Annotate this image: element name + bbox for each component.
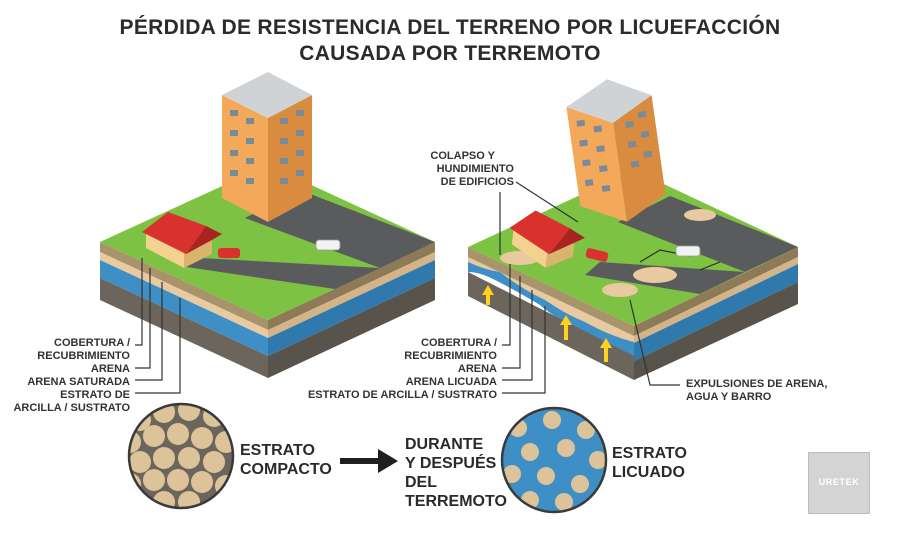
liquefied-stratum-circle — [500, 406, 608, 514]
title-line-2: CAUSADA POR TERREMOTO — [299, 42, 601, 65]
right-label-clay: ESTRATO DE ARCILLA / SUSTRATO — [307, 389, 497, 401]
right-leader-lines — [499, 181, 680, 394]
right-label-sand: ARENA — [457, 363, 497, 375]
right-house — [511, 228, 548, 268]
left-label-saturated-sand: ARENA SATURADA — [27, 376, 130, 388]
left-label-cover-b: RECUBRIMIENTO — [37, 350, 130, 362]
right-ground-block — [468, 79, 798, 380]
left-label-cover-a: COBERTURA / — [54, 337, 130, 349]
right-car-white — [675, 245, 701, 257]
compact-label-a: ESTRATO — [240, 442, 315, 459]
pressure-arrows — [482, 285, 612, 362]
sand-boil — [633, 267, 677, 283]
left-leader-lines — [135, 258, 181, 394]
left-label-sand: ARENA — [90, 363, 130, 375]
expulsion-label-a: EXPULSIONES DE ARENA, — [686, 378, 828, 390]
compact-label-b: COMPACTO — [240, 461, 332, 478]
liquefied-label-a: ESTRATO — [612, 445, 687, 462]
logo-text: URETEK — [818, 477, 860, 487]
liquefied-label-b: LICUADO — [612, 464, 685, 481]
transition-line-3: DEL — [405, 474, 437, 491]
collapse-label-a: COLAPSO Y — [430, 150, 495, 162]
transition-line-2: Y DESPUÉS — [405, 455, 497, 472]
left-grass-surface — [100, 165, 435, 320]
left-car-white — [315, 239, 341, 251]
right-road — [618, 196, 798, 272]
left-building — [222, 95, 268, 222]
expulsion-label-b: AGUA Y BARRO — [686, 391, 772, 403]
right-tilted-building — [566, 107, 627, 222]
right-label-cover-b: RECUBRIMIENTO — [404, 350, 497, 362]
left-road — [245, 190, 435, 268]
left-label-clay-a: ESTRATO DE — [60, 389, 130, 401]
right-car-red — [585, 248, 609, 262]
transition-line-1: DURANTE — [405, 436, 484, 453]
transition-line-4: TERREMOTO — [405, 493, 507, 510]
title-line-1: PÉRDIDA DE RESISTENCIA DEL TERRENO POR L… — [119, 16, 781, 39]
left-house — [146, 232, 184, 268]
collapse-label-b: HUNDIMIENTO — [436, 163, 514, 175]
collapse-label-c: DE EDIFICIOS — [440, 176, 514, 188]
uretek-logo: URETEK — [808, 452, 870, 514]
compact-stratum-circle — [127, 402, 235, 510]
left-label-clay-b: ARCILLA / SUSTRATO — [13, 402, 130, 414]
right-label-liquefied-sand: ARENA LICUADA — [405, 376, 497, 388]
left-car-red — [218, 248, 240, 258]
right-label-cover-a: COBERTURA / — [421, 337, 497, 349]
left-ground-block — [100, 72, 435, 378]
right-grass-surface — [468, 170, 798, 326]
transition-arrow — [340, 449, 398, 473]
